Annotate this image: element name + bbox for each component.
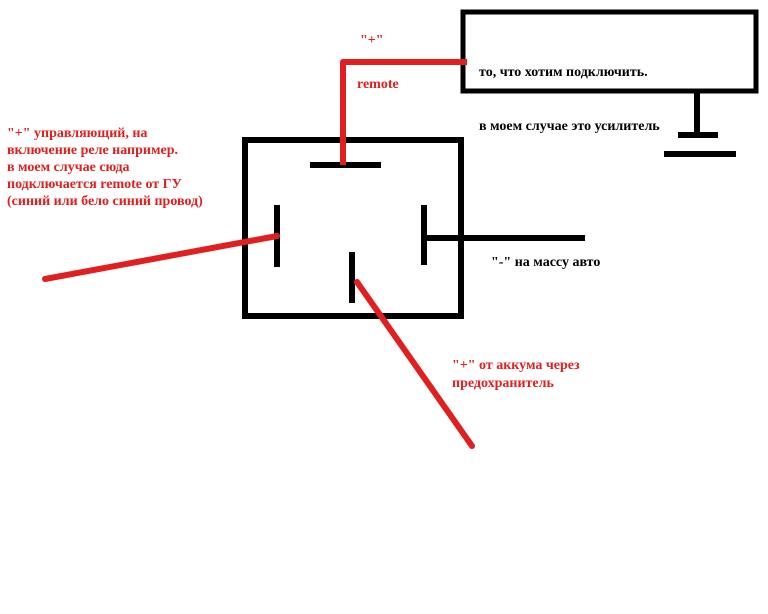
- control-wire-label: "+" управляющий, на включение реле напри…: [7, 126, 203, 209]
- battery-label: "+" от аккума через предохранитель: [452, 358, 580, 391]
- remote-wire: [340, 59, 467, 165]
- control-wire: [42, 233, 280, 282]
- amplifier-box: [460, 9, 759, 94]
- amplifier-label: то, что хотим подключить. в моем случае …: [479, 28, 660, 172]
- relay-box: [242, 137, 464, 319]
- ground-label: "-" на массу авто: [491, 255, 601, 270]
- amplifier-label-line1: то, что хотим подключить.: [479, 65, 648, 80]
- remote-label: remote: [357, 77, 399, 92]
- battery-wire: [354, 279, 475, 449]
- remote-plus-label: "+": [360, 33, 384, 48]
- amplifier-label-line2: в моем случае это усилитель: [479, 119, 660, 134]
